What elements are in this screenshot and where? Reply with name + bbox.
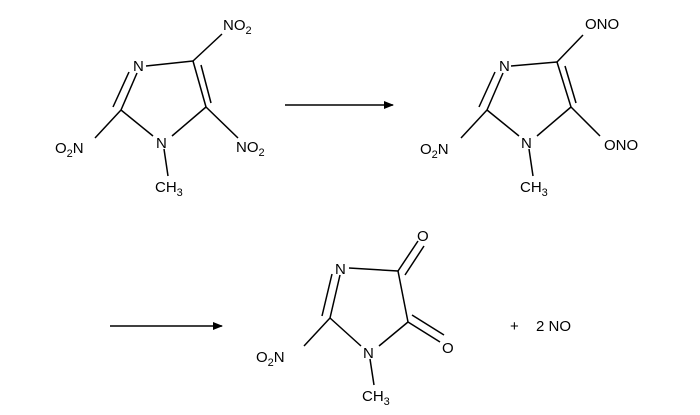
bond-n1-c2 [486, 109, 520, 137]
bond-c2-no2 [460, 109, 488, 139]
carbonyl-right-oxygen-label: O [442, 340, 454, 357]
bond-c2-no2 [94, 109, 122, 139]
top-nitro-label: NO2 [223, 17, 252, 37]
bond-n1-c2 [329, 317, 362, 347]
carbonyl-right-bond [407, 321, 441, 343]
bond-c5-n1 [171, 106, 207, 137]
carbonyl-top-oxygen-label: O [417, 228, 429, 245]
bond-c4-c5 [397, 270, 409, 323]
bond-c5-ono [570, 106, 601, 137]
right-nitrite-label: ONO [604, 137, 638, 154]
bond-n1-methyl [163, 148, 169, 177]
methyl-label: CH3 [362, 388, 390, 408]
left-nitro-label: O2N [55, 140, 84, 160]
right-nitro-label: NO2 [236, 139, 265, 159]
methyl-label: CH3 [520, 179, 548, 199]
bond-n3-c4 [145, 60, 194, 67]
top-nitrite-label: ONO [585, 16, 619, 33]
plus-sign: + [510, 318, 519, 335]
bond-c2-n3 [120, 72, 138, 111]
intermediate-molecule: N N ONO ONO O2N CH3 [420, 16, 638, 199]
n-methyl-nitrogen-label: N [156, 135, 167, 152]
product-molecule: N N O O O2N CH3 [256, 228, 454, 408]
carbonyl-top-bond-double [404, 245, 425, 276]
bond-c2-n3-double [478, 71, 496, 108]
left-nitro-label: O2N [420, 141, 449, 161]
bond-c4-no2 [192, 33, 223, 62]
bond-c4-c5 [192, 60, 207, 108]
methyl-label: CH3 [155, 179, 183, 199]
bond-c5-n1 [378, 321, 409, 347]
bond-c2-no2 [303, 317, 331, 347]
ring-nitrogen-label: N [133, 58, 144, 75]
left-nitro-label: O2N [256, 349, 285, 369]
bond-c2-n3 [486, 72, 504, 111]
n-methyl-nitrogen-label: N [363, 345, 374, 362]
bond-n1-methyl [528, 148, 534, 177]
bond-c2-n3-double [112, 71, 130, 108]
byproduct-label: 2 NO [536, 318, 571, 335]
bond-c4-c5-double [564, 65, 577, 104]
ring-nitrogen-label: N [499, 58, 510, 75]
bond-n1-methyl [369, 358, 375, 386]
reactant-molecule: N N NO2 NO2 O2N CH3 [55, 17, 265, 199]
ring-nitrogen-label: N [335, 261, 346, 278]
n-methyl-nitrogen-label: N [521, 135, 532, 152]
bond-c4-ono [556, 34, 584, 63]
bond-c4-c5 [556, 61, 572, 108]
bond-n1-c2 [120, 109, 154, 137]
bond-c2-n3 [329, 274, 341, 319]
carbonyl-top-bond [397, 240, 419, 272]
carbonyl-right-bond-double [411, 314, 445, 336]
bond-n3-c4 [348, 267, 399, 272]
bond-c2-n3-double [321, 273, 333, 317]
bond-c4-c5-double [200, 64, 212, 104]
bond-c5-no2 [205, 106, 239, 139]
bond-n3-c4 [510, 61, 558, 67]
bond-c5-n1 [536, 106, 572, 137]
